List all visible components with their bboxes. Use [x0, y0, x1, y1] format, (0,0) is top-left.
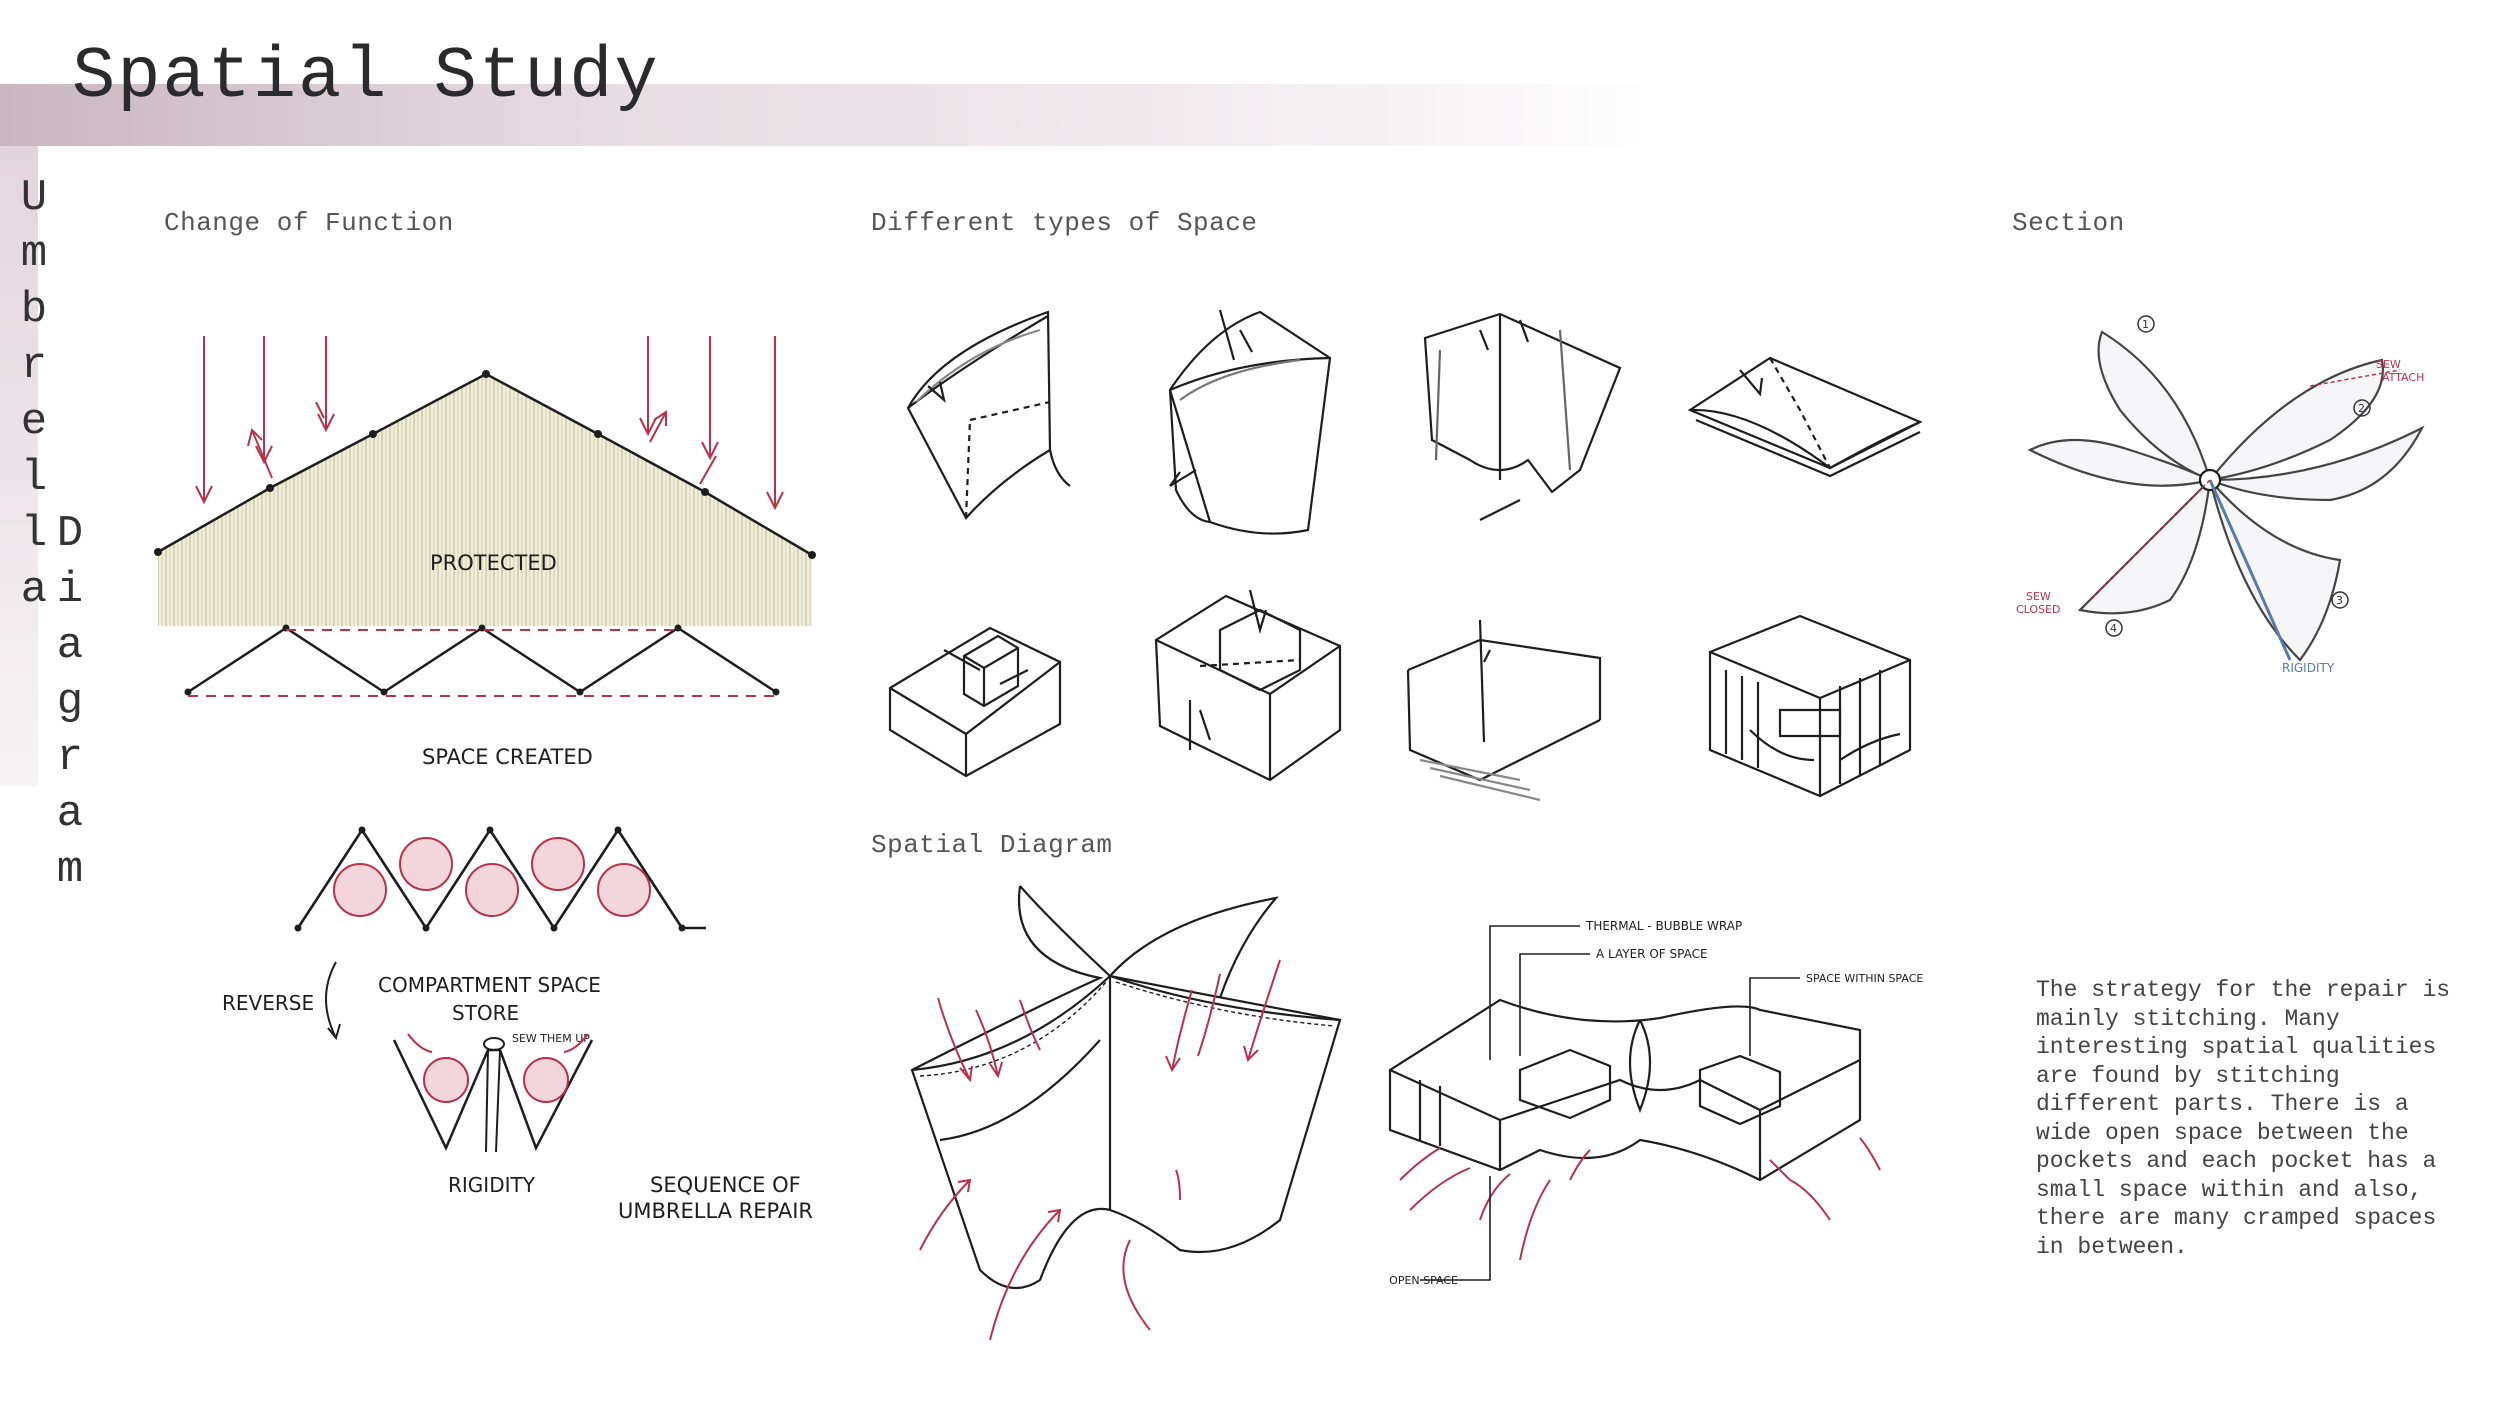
pocket-form [1388, 998, 1862, 1182]
side-title-letter: e [20, 397, 48, 447]
compartment-label-2: STORE [452, 1001, 519, 1025]
space-sketch-4 [1687, 356, 1923, 478]
side-title-letter: U [20, 173, 48, 223]
layer-label: A LAYER OF SPACE [1596, 947, 1708, 961]
protected-area [158, 374, 812, 626]
side-title-letter: m [20, 229, 48, 279]
within-label: SPACE WITHIN SPACE [1806, 972, 1923, 985]
sew-attach-2: ATTACH [2382, 371, 2424, 384]
space-created-label: SPACE CREATED [422, 745, 593, 769]
protected-label: PROTECTED [430, 551, 557, 575]
label-section: Section [2012, 208, 2125, 238]
space-sketch-2 [1168, 309, 1332, 535]
types-of-space-sketches [888, 309, 1923, 802]
side-title-letter: g [56, 677, 84, 727]
description-paragraph: The strategy for the repair is mainly st… [2036, 977, 2464, 1260]
section-num-1: 1 [2142, 318, 2149, 331]
open-space-label: OPEN SPACE [1389, 1274, 1458, 1287]
side-title-letter: a [20, 565, 48, 615]
sew-closed-2: CLOSED [2016, 603, 2060, 616]
side-title-letter: m [56, 845, 84, 895]
space-sketch-1 [906, 310, 1071, 520]
header-band [0, 84, 1680, 146]
space-sketch-3 [1423, 312, 1622, 521]
side-title-letter: a [56, 789, 84, 839]
sew-them-up-label: SEW THEM UP [512, 1032, 590, 1045]
space-sketch-7 [1406, 619, 1602, 802]
section-num-3: 3 [2336, 594, 2343, 607]
side-title-letter: b [20, 285, 48, 335]
side-title-letter: a [56, 621, 84, 671]
section-num-2: 2 [2358, 402, 2365, 415]
section-num-4: 4 [2110, 622, 2117, 635]
section-rigidity: RIGIDITY [2282, 661, 2335, 675]
umbrella-form [910, 885, 1342, 1290]
thermal-label: THERMAL - BUBBLE WRAP [1585, 919, 1742, 933]
sequence-label-1: SEQUENCE OF [650, 1173, 801, 1197]
change-of-function-sketch: PROTECTED SPACE CREATED REVERSE COMPARTM… [154, 336, 816, 1223]
label-change-of-function: Change of Function [164, 208, 454, 238]
page-title: Spatial Study [72, 36, 660, 118]
rigidity-label: RIGIDITY [448, 1173, 536, 1197]
compartment-label-1: COMPARTMENT SPACE [378, 973, 601, 997]
space-sketch-8 [1708, 614, 1912, 798]
spatial-diagram-sketch: THERMAL - BUBBLE WRAP A LAYER OF SPACE S… [910, 885, 1923, 1341]
label-spatial-diagram: Spatial Diagram [871, 830, 1113, 860]
side-band [0, 146, 38, 786]
side-title-letter: l [20, 453, 48, 503]
sequence-label-2: UMBRELLA REPAIR [618, 1199, 813, 1223]
side-title-letter: l [20, 509, 48, 559]
sew-attach-1: SEW [2376, 358, 2401, 371]
reverse-label: REVERSE [222, 991, 314, 1015]
side-title-letter: r [56, 733, 84, 783]
side-title-letter: i [56, 565, 84, 615]
side-title-letter: r [20, 341, 48, 391]
space-sketch-5 [888, 626, 1062, 778]
section-sketch: 1 2 3 4 SEW ATTACH SEW CLOSED RIGIDITY [2016, 315, 2425, 675]
side-title-letter: D [56, 509, 84, 559]
sew-closed-1: SEW [2026, 590, 2051, 603]
space-sketch-6 [1154, 589, 1342, 782]
label-types-of-space: Different types of Space [871, 208, 1258, 238]
